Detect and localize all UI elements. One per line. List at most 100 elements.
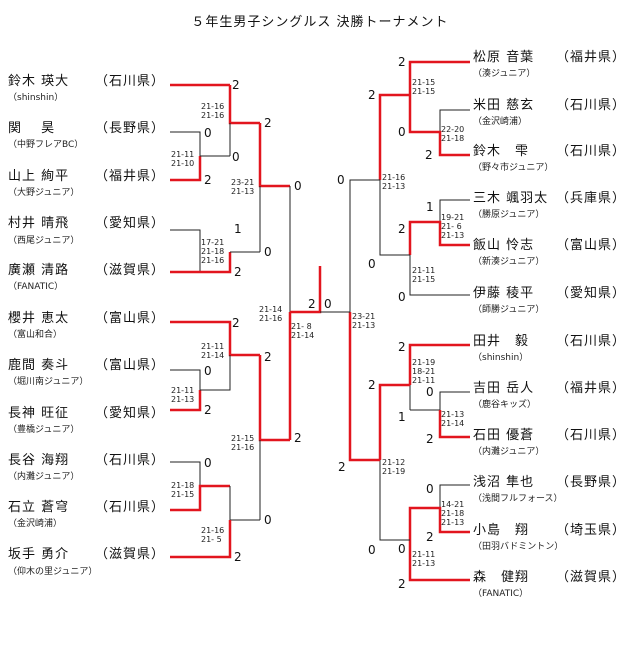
game-score: 21-19 18-21 21-11 (412, 358, 436, 385)
player-club: （湊ジュニア） (473, 69, 536, 79)
match-score: 0 (398, 542, 406, 556)
game-score: 21-15 21-15 (412, 78, 436, 96)
player-name: 田井 毅 (473, 334, 530, 349)
page-title: ５年生男子シングルス 決勝トーナメント (191, 15, 449, 30)
player-club: （野々市ジュニア） (473, 163, 554, 173)
player-name: 坂手 勇介 (8, 547, 70, 562)
bracket-line (408, 220, 470, 255)
player-pref: （長野県） (95, 121, 166, 136)
player-name: 三木 颯羽太 (473, 191, 549, 206)
match-score: 2 (426, 530, 434, 544)
player-club: （田羽バドミントン） (473, 542, 564, 552)
game-score: 21-16 21-16 (201, 102, 225, 120)
match-score: 1 (426, 200, 434, 214)
match-score: 0 (204, 364, 212, 378)
bracket-line (349, 179, 380, 312)
match-score: 1 (234, 222, 242, 236)
player-club: （中野フレアBC） (8, 140, 84, 150)
bracket-line (170, 520, 232, 559)
player-pref: （石川県） (95, 74, 166, 89)
bracket-line (410, 391, 470, 411)
bracket-line (258, 355, 290, 442)
player-pref: （滋賀県） (95, 547, 166, 562)
bracket-line (170, 229, 201, 272)
player-club: （堀川南ジュニア） (8, 377, 89, 387)
match-score: 0 (337, 173, 345, 187)
bracket-line (379, 460, 410, 541)
game-score: 22-20 21-18 (441, 125, 465, 143)
game-score: 19-21 21- 6 21-13 (441, 213, 465, 240)
player-club: （shinshin） (473, 353, 529, 363)
player-pref: （石川県） (556, 144, 627, 159)
player-club: （大野ジュニア） (8, 188, 80, 198)
player-name: 石田 優蒼 (473, 428, 535, 443)
bracket-line (170, 252, 232, 274)
game-score: 21-18 21-15 (171, 481, 195, 499)
player-name: 村井 晴飛 (8, 216, 70, 231)
player-club: （金沢崎浦） (473, 117, 528, 127)
match-score: 0 (232, 150, 240, 164)
player-pref: （愛知県） (95, 216, 166, 231)
match-score: 2 (232, 78, 240, 92)
bracket-line (348, 312, 380, 462)
game-score: 21-12 21-19 (382, 458, 406, 476)
player-club: （富山和合） (8, 330, 63, 340)
match-score: 2 (234, 550, 242, 564)
match-score: 2 (234, 265, 242, 279)
match-score: 1 (398, 410, 406, 424)
player-club: （FANATIC） (8, 282, 64, 292)
match-score: 2 (232, 316, 240, 330)
player-pref: （埼玉県） (556, 523, 627, 538)
game-score: 21-15 21-16 (231, 434, 255, 452)
player-name: 鈴木 雫 (473, 144, 530, 159)
player-pref: （愛知県） (556, 286, 627, 301)
game-score: 21-11 21-10 (171, 150, 195, 168)
game-score: 21-11 21-15 (412, 266, 436, 284)
player-pref: （石川県） (95, 500, 166, 515)
match-score: 0 (368, 543, 376, 557)
match-score: 2 (264, 116, 272, 130)
player-club: （鹿谷キッズ） (473, 400, 537, 410)
game-score: 23-21 21-13 (352, 312, 376, 330)
match-score: 2 (308, 297, 316, 311)
player-name: 長神 旺征 (8, 406, 70, 421)
bracket-line (378, 93, 410, 180)
game-score: 14-21 21-18 21-13 (441, 500, 465, 527)
match-score: 0 (368, 257, 376, 271)
bracket-line (258, 123, 290, 188)
player-name: 廣瀬 清路 (8, 263, 70, 278)
player-name: 浅沼 隼也 (473, 475, 535, 490)
match-score: 2 (264, 350, 272, 364)
player-name: 山上 絢平 (8, 169, 70, 184)
bracket-line (408, 540, 470, 582)
match-score: 2 (425, 148, 433, 162)
player-club: （FANATIC） (473, 589, 529, 599)
match-score: 0 (204, 126, 212, 140)
player-club: （内灘ジュニア） (8, 472, 80, 482)
bracket-line (289, 186, 320, 313)
player-pref: （富山県） (556, 238, 627, 253)
bracket-line (408, 343, 470, 385)
bracket-line (408, 95, 470, 157)
bracket-line (379, 180, 410, 256)
match-score: 2 (426, 432, 434, 446)
match-score: 0 (426, 482, 434, 496)
player-pref: （石川県） (556, 428, 627, 443)
player-club: （豊橋ジュニア） (8, 425, 80, 435)
game-score: 21-16 21-13 (382, 173, 406, 191)
bracket-line (229, 486, 260, 521)
player-pref: （愛知県） (95, 406, 166, 421)
player-name: 鈴木 瑛大 (8, 74, 70, 89)
player-name: 関 昊 (8, 121, 56, 136)
player-club: （西尾ジュニア） (8, 236, 80, 246)
match-score: 0 (264, 245, 272, 259)
player-pref: （石川県） (556, 98, 627, 113)
player-club: （内灘ジュニア） (473, 447, 545, 457)
match-score: 2 (398, 577, 406, 591)
match-score: 2 (398, 222, 406, 236)
match-score: 2 (368, 378, 376, 392)
player-name: 飯山 怜志 (473, 238, 535, 253)
game-score: 21-13 21-14 (441, 410, 465, 428)
player-pref: （福井県） (556, 50, 627, 65)
player-pref: （石川県） (95, 453, 166, 468)
